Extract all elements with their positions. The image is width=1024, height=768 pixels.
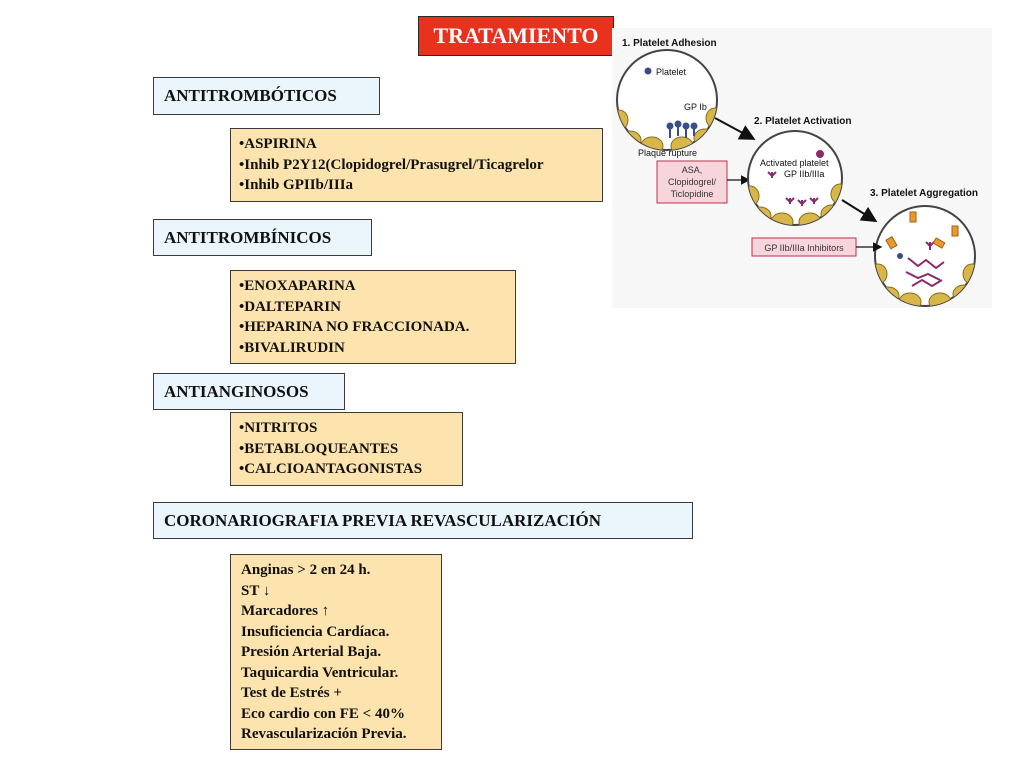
list-item: Marcadores ↑ xyxy=(241,603,330,619)
list-item: Revascularización Previa. xyxy=(241,726,407,742)
inhibitors-label: GP IIb/IIIa Inhibitors xyxy=(764,243,844,253)
header-antitromboticos: ANTITROMBÓTICOS xyxy=(153,77,380,115)
platelet-label: Platelet xyxy=(656,67,687,77)
header-coronariografia: CORONARIOGRAFIA PREVIA REVASCULARIZACIÓN xyxy=(153,502,693,539)
inhibitor-blocks xyxy=(885,211,959,250)
vessel-1 xyxy=(616,49,718,151)
list-item: •NITRITOS xyxy=(239,420,318,436)
list-item: Presión Arterial Baja. xyxy=(241,644,382,660)
activated-label-2: GP IIb/IIIa xyxy=(784,169,824,179)
list-coronariografia: Anginas > 2 en 24 h. ST ↓ Marcadores ↑ I… xyxy=(230,554,442,750)
list-item: Eco cardio con FE < 40% xyxy=(241,705,405,722)
list-item: •ASPIRINA xyxy=(239,136,317,152)
platelet-dot xyxy=(897,253,903,259)
drug-label-3: Ticlopidine xyxy=(671,189,714,199)
header-antianginosos: ANTIANGINOSOS xyxy=(153,373,345,410)
activated-platelets xyxy=(767,150,824,206)
drug-label-1: ASA, xyxy=(682,165,703,175)
drug-label-2: Clopidogrel/ xyxy=(668,177,717,187)
drug-box: ASA, Clopidogrel/ Ticlopidine xyxy=(656,160,728,204)
inhibitors-box: GP IIb/IIIa Inhibitors xyxy=(751,237,857,257)
list-item: ST ↓ xyxy=(241,582,271,599)
list-item: •BIVALIRUDIN xyxy=(239,339,345,356)
list-item: Insuficiencia Cardíaca. xyxy=(241,623,390,640)
list-item: •DALTEPARIN xyxy=(239,298,341,315)
list-item: •Inhib P2Y12(Clopidogrel/Prasugrel/Ticag… xyxy=(239,156,544,173)
arrow-step1-step2 xyxy=(714,117,756,140)
gp-ib-label: GP Ib xyxy=(684,102,707,112)
list-item: Anginas > 2 en 24 h. xyxy=(241,562,371,578)
list-item: Test de Estrés + xyxy=(241,685,342,701)
step2-label: 2. Platelet Activation xyxy=(754,116,851,127)
page-title: TRATAMIENTO xyxy=(418,16,614,56)
list-item: •BETABLOQUEANTES xyxy=(239,440,399,457)
list-item: •ENOXAPARINA xyxy=(239,278,356,294)
header-antitrombinicos: ANTITROMBÍNICOS xyxy=(153,219,372,256)
activated-label-1: Activated platelet xyxy=(760,158,829,168)
list-antitromboticos: •ASPIRINA •Inhib P2Y12(Clopidogrel/Prasu… xyxy=(230,128,603,202)
gp-ib-receptors xyxy=(644,67,698,138)
vessel-2 xyxy=(747,130,843,226)
step3-label: 3. Platelet Aggregation xyxy=(870,188,978,199)
list-antianginosos: •NITRITOS •BETABLOQUEANTES •CALCIOANTAGO… xyxy=(230,412,463,486)
plaque-rupture-label: Plaque rupture xyxy=(638,148,697,158)
step1-label: 1. Platelet Adhesion xyxy=(622,38,717,49)
list-item: Taquicardia Ventricular. xyxy=(241,664,399,681)
list-item: •Inhib GPIIb/IIIa xyxy=(239,177,354,193)
list-item: •CALCIOANTAGONISTAS xyxy=(239,461,423,477)
arrow-step2-step3 xyxy=(841,199,878,223)
platelet-diagram: 1. Platelet Adhesion Platelet GP Ib Plaq… xyxy=(612,28,992,308)
vessel-3 xyxy=(874,205,976,307)
list-antitrombinicos: •ENOXAPARINA •DALTEPARIN •HEPARINA NO FR… xyxy=(230,270,516,364)
list-item: •HEPARINA NO FRACCIONADA. xyxy=(239,319,470,335)
